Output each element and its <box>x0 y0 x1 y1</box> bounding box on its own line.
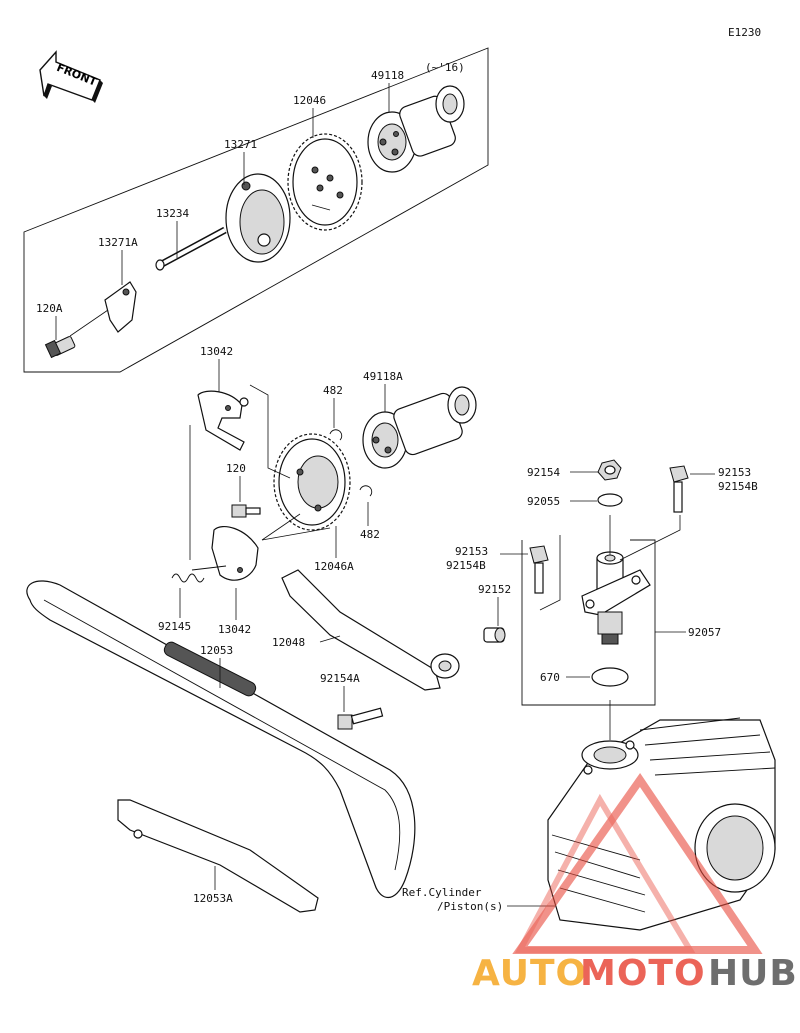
chain-guide-tensioner <box>281 569 460 691</box>
watermark-part3: HUB <box>708 953 798 994</box>
bolt-92154A <box>337 707 384 730</box>
label-49118A: 49118A <box>363 370 403 383</box>
label-92152: 92152 <box>478 583 511 596</box>
decomp-plate-lower <box>211 526 259 581</box>
spring-92145 <box>171 565 227 583</box>
chain-guide-lower <box>117 799 319 913</box>
circlip-upper <box>329 429 343 441</box>
decomp-plate-upper <box>197 390 249 451</box>
bolt-92153-left <box>529 545 549 594</box>
ref-note-line2: /Piston(s) <box>437 900 503 913</box>
o-ring-670 <box>591 667 629 687</box>
upper-section-frame <box>23 47 489 373</box>
label-92154A: 92154A <box>320 672 360 685</box>
label-120A: 120A <box>36 302 63 315</box>
label-670: 670 <box>540 671 560 684</box>
camshaft-middle <box>362 386 477 469</box>
chain-links <box>163 641 257 697</box>
bolt-120 <box>231 504 261 518</box>
cam-sprocket-middle <box>273 433 351 531</box>
decompressor-shaft <box>155 226 227 271</box>
label-92153-left: 92153 <box>455 545 488 558</box>
label-49118: 49118 <box>371 69 404 82</box>
camshaft-upper <box>367 85 465 173</box>
label-482-lower: 482 <box>360 528 380 541</box>
washer-92055 <box>597 493 623 507</box>
label-92154B-right: 92154B <box>718 480 758 493</box>
decompressor-lever <box>104 281 137 333</box>
label-92055: 92055 <box>527 495 560 508</box>
label-12046A: 12046A <box>314 560 354 573</box>
label-482-upper: 482 <box>323 384 343 397</box>
label-12046: 12046 <box>293 94 326 107</box>
ref-note-line1: Ref.Cylinder <box>402 886 482 899</box>
watermark-part2: MOTO <box>580 953 706 994</box>
cam-sprocket-upper <box>287 133 363 231</box>
cam-chain-tensioner <box>581 551 651 645</box>
label-13271: 13271 <box>224 138 257 151</box>
watermark-logo: AUTO MOTO HUB <box>472 772 798 994</box>
bolt-120A <box>44 336 76 359</box>
nut-92154 <box>597 459 622 481</box>
label-13271A: 13271A <box>98 236 138 249</box>
label-13234: 13234 <box>156 207 189 220</box>
bolt-92153-right <box>669 465 689 513</box>
label-92154B-left: 92154B <box>446 559 486 572</box>
label-92154: 92154 <box>527 466 560 479</box>
label-92153-right: 92153 <box>718 466 751 479</box>
label-12053A: 12053A <box>193 892 233 905</box>
cam-chain <box>26 580 416 899</box>
watermark-part1: AUTO <box>472 953 587 994</box>
diagram-code: E1230 <box>728 26 761 39</box>
circlip-lower <box>359 485 373 497</box>
label-92057: 12053 <box>200 644 233 657</box>
label-92145: 92145 <box>158 620 191 633</box>
label-13042-upper: 13042 <box>200 345 233 358</box>
version-note: (~'16) <box>425 61 465 74</box>
decompressor-weight <box>225 173 291 263</box>
collar-92152 <box>483 627 506 643</box>
front-arrow-icon: FRONT <box>39 50 103 103</box>
label-12048: 92057 <box>688 626 721 639</box>
label-13042-lower: 13042 <box>218 623 251 636</box>
label-120: 120 <box>226 462 246 475</box>
label-12053: 12048 <box>272 636 305 649</box>
